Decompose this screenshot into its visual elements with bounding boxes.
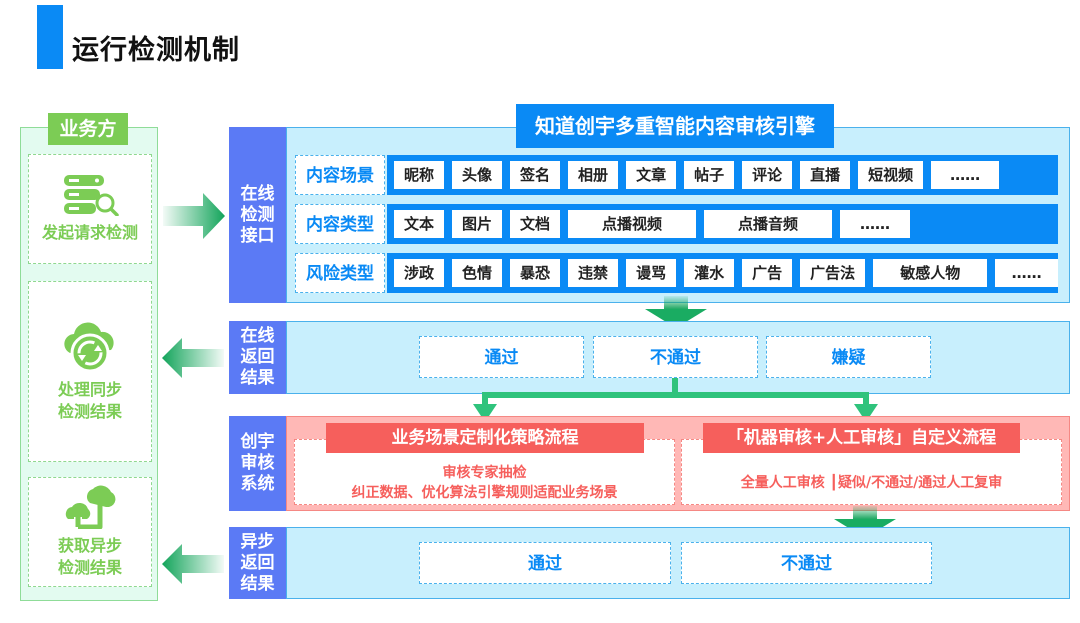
business-card-label: 获取异步 检测结果 bbox=[58, 535, 122, 579]
chip: 图片 bbox=[452, 210, 503, 238]
flow-title-machine-human: 「机器审核+人工审核」自定义流程 bbox=[703, 423, 1020, 453]
chip: 直播 bbox=[800, 161, 851, 189]
side-label-online-result: 在线返回结果 bbox=[229, 321, 286, 394]
arrow-right-request bbox=[163, 193, 225, 239]
row-label-risk-type: 风险类型 bbox=[295, 253, 385, 293]
business-card-sync: 处理同步 检测结果 bbox=[28, 281, 152, 462]
side-label-review-system: 创宇审核系统 bbox=[229, 416, 286, 511]
flow-title-custom-strategy: 业务场景定制化策略流程 bbox=[326, 423, 644, 453]
chip: 相册 bbox=[568, 161, 619, 189]
chip: 广告法 bbox=[800, 259, 866, 287]
title-accent-bar bbox=[37, 5, 63, 69]
chip: 文档 bbox=[510, 210, 561, 238]
side-label-online-detect: 在线检测接口 bbox=[229, 127, 286, 303]
row-label-content-type: 内容类型 bbox=[295, 204, 385, 244]
business-header: 业务方 bbox=[48, 113, 128, 145]
engine-title: 知道创宇多重智能内容审核引擎 bbox=[516, 104, 834, 148]
business-card-async: 获取异步 检测结果 bbox=[28, 477, 152, 587]
chip: 签名 bbox=[510, 161, 561, 189]
row-label-scene: 内容场景 bbox=[295, 155, 385, 195]
chip: 评论 bbox=[742, 161, 793, 189]
async-line: 获取异步 检测结果 bbox=[57, 536, 122, 577]
chip: 点播视频 bbox=[568, 210, 697, 238]
cloud-upload-icon bbox=[65, 485, 116, 529]
async-result-pass: 通过 bbox=[419, 542, 671, 584]
flow-text-machine-human: 全量人工审核 ┃疑似/不通过/通过人工复审 bbox=[681, 473, 1062, 493]
chip-more: …… bbox=[840, 210, 911, 238]
chip: 谩骂 bbox=[626, 259, 677, 287]
result-fail: 不通过 bbox=[593, 336, 758, 378]
chip: 帖子 bbox=[684, 161, 735, 189]
chip: 灌水 bbox=[684, 259, 735, 287]
chip: 文本 bbox=[394, 210, 445, 238]
connector-to-review-flows bbox=[473, 378, 878, 422]
chip-more: …… bbox=[995, 259, 1058, 287]
chip: 文章 bbox=[626, 161, 677, 189]
result-suspect: 嫌疑 bbox=[766, 336, 931, 378]
chip: 头像 bbox=[452, 161, 503, 189]
flow-line: 全量人工审核 ┃疑似/不通过/通过人工复审 bbox=[740, 475, 1003, 491]
flow-line: 纠正数据、优化算法引擎规则适配业务场景 bbox=[351, 485, 618, 501]
chip-more: …… bbox=[931, 161, 1000, 189]
chip: 涉政 bbox=[394, 259, 445, 287]
row-risk-type-items: 涉政 色情 暴恐 违禁 谩骂 灌水 广告 广告法 敏感人物 …… bbox=[387, 253, 1058, 293]
async-result-fail: 不通过 bbox=[681, 542, 932, 584]
flow-line: 审核专家抽检 bbox=[442, 465, 527, 481]
page-title: 运行检测机制 bbox=[72, 35, 240, 66]
row-scene-items: 昵称 头像 签名 相册 文章 帖子 评论 直播 短视频 …… bbox=[387, 155, 1058, 195]
sync-line: 处理同步 检测结果 bbox=[57, 379, 122, 421]
business-card-label: 处理同步 检测结果 bbox=[58, 379, 122, 423]
business-card-label: 发起请求检测 bbox=[41, 223, 138, 242]
side-label-async-result: 异步返回结果 bbox=[229, 527, 286, 599]
cloud-sync-icon bbox=[64, 322, 114, 372]
flow-text-custom-strategy: 审核专家抽检 纠正数据、优化算法引擎规则适配业务场景 bbox=[294, 463, 675, 503]
business-card-request: 发起请求检测 bbox=[28, 154, 152, 264]
async-result-panel bbox=[286, 527, 1070, 599]
arrow-down-to-online-result bbox=[645, 296, 707, 328]
server-search-icon bbox=[64, 175, 119, 216]
result-pass: 通过 bbox=[419, 336, 584, 378]
chip: 暴恐 bbox=[510, 259, 561, 287]
chip: 昵称 bbox=[394, 161, 445, 189]
chip: 色情 bbox=[452, 259, 503, 287]
chip: 敏感人物 bbox=[873, 259, 988, 287]
arrow-left-async-result bbox=[162, 544, 224, 584]
chip: 广告 bbox=[742, 259, 793, 287]
chip: 短视频 bbox=[858, 161, 924, 189]
arrow-left-online-result bbox=[162, 338, 224, 378]
chip: 违禁 bbox=[568, 259, 619, 287]
chip: 点播音频 bbox=[704, 210, 833, 238]
row-content-type-items: 文本 图片 文档 点播视频 点播音频 …… bbox=[387, 204, 1058, 244]
